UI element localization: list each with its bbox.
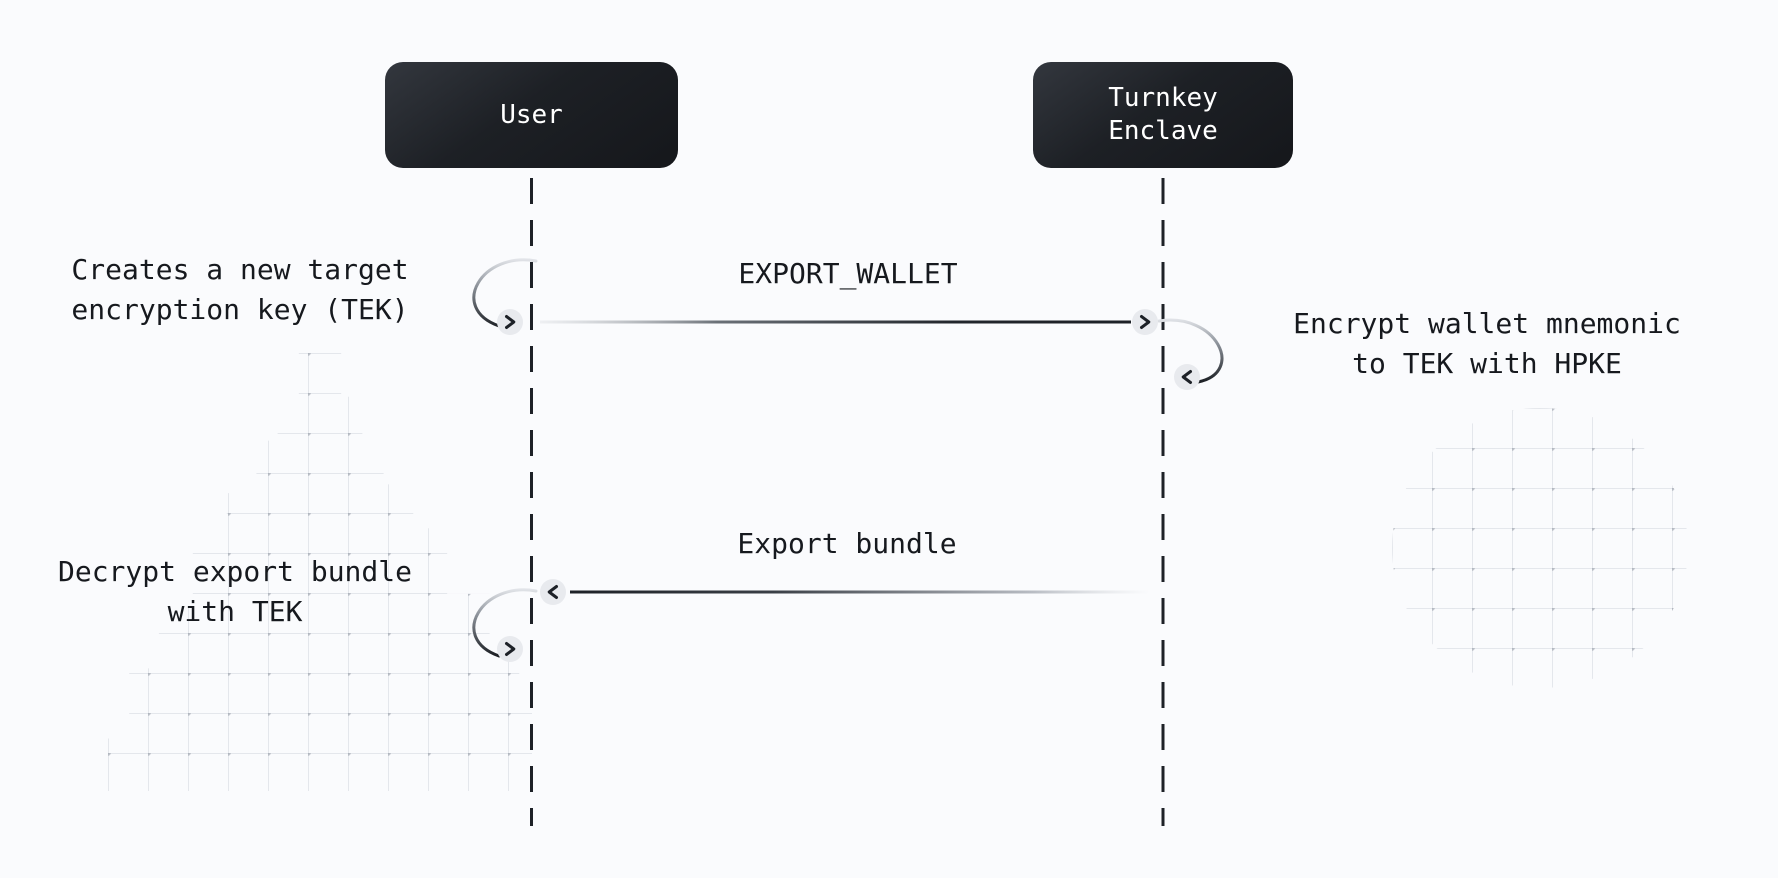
actor-turnkey-enclave-label: Turnkey Enclave (1108, 83, 1218, 146)
note-decrypt-bundle: Decrypt export bundle with TEK (57, 555, 412, 628)
actor-user-label: User (500, 99, 563, 130)
chevron-right-icon (1132, 309, 1158, 335)
chevron-right-icon (497, 636, 523, 662)
chevron-left-icon (1174, 364, 1200, 390)
actor-turnkey-enclave: Turnkey Enclave (1033, 62, 1293, 168)
self-loop-create-tek (472, 258, 538, 328)
self-loop-encrypt-mnemonic (1157, 318, 1224, 384)
note-encrypt-mnemonic: Encrypt wallet mnemonic to TEK with HPKE (1293, 307, 1681, 380)
message-label-export-bundle: Export bundle (737, 527, 957, 560)
message-label-export-wallet: EXPORT_WALLET (738, 257, 958, 290)
chevron-left-icon (540, 579, 566, 605)
grid-decoration-circle (1392, 408, 1688, 688)
chevron-right-icon (497, 309, 523, 335)
note-create-tek: Creates a new target encryption key (TEK… (71, 253, 409, 326)
actor-user: User (385, 62, 678, 168)
